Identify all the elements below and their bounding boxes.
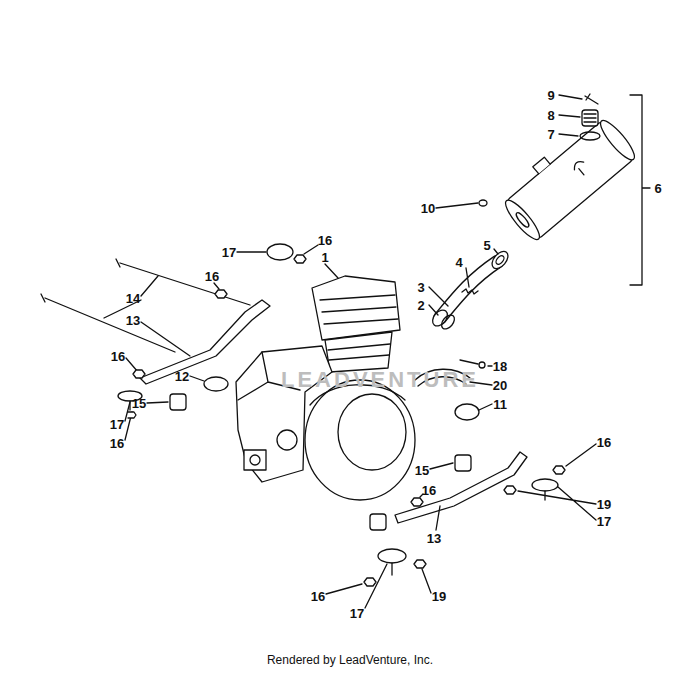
callout-number: 19 — [432, 590, 446, 603]
callout-number: 9 — [547, 89, 554, 102]
callout-number: 17 — [110, 418, 124, 431]
callout-number: 16 — [422, 484, 436, 497]
caption: Rendered by LeadVenture, Inc. — [267, 654, 433, 666]
callout-number: 7 — [547, 128, 554, 141]
callout-number: 12 — [175, 370, 189, 383]
callout-number: 13 — [427, 532, 441, 545]
callout-number: 8 — [547, 109, 554, 122]
callout-number: 16 — [318, 234, 332, 247]
callout-number: 19 — [597, 498, 611, 511]
callout-number: 17 — [597, 515, 611, 528]
callout-number: 17 — [350, 607, 364, 620]
callout-number: 4 — [455, 256, 462, 269]
callout-number: 18 — [493, 360, 507, 373]
callout-number: 17 — [222, 246, 236, 259]
callout-number: 11 — [493, 398, 507, 411]
callout-number: 20 — [493, 379, 507, 392]
callout-number: 16 — [110, 437, 124, 450]
callout-number: 14 — [126, 292, 140, 305]
callout-number: 1 — [321, 251, 328, 264]
callout-number: 3 — [417, 281, 424, 294]
callout-number: 15 — [415, 464, 429, 477]
callout-number: 16 — [311, 590, 325, 603]
callout-number: 5 — [483, 239, 490, 252]
callout-number: 10 — [421, 202, 435, 215]
watermark: LEADVENTURE — [281, 369, 479, 391]
callout-number: 16 — [205, 270, 219, 283]
callout-number: 2 — [417, 299, 424, 312]
callout-number: 16 — [597, 436, 611, 449]
callout-number: 6 — [654, 182, 661, 195]
callout-number: 13 — [126, 314, 140, 327]
callout-number: 15 — [132, 397, 146, 410]
callout-number: 16 — [111, 350, 125, 363]
